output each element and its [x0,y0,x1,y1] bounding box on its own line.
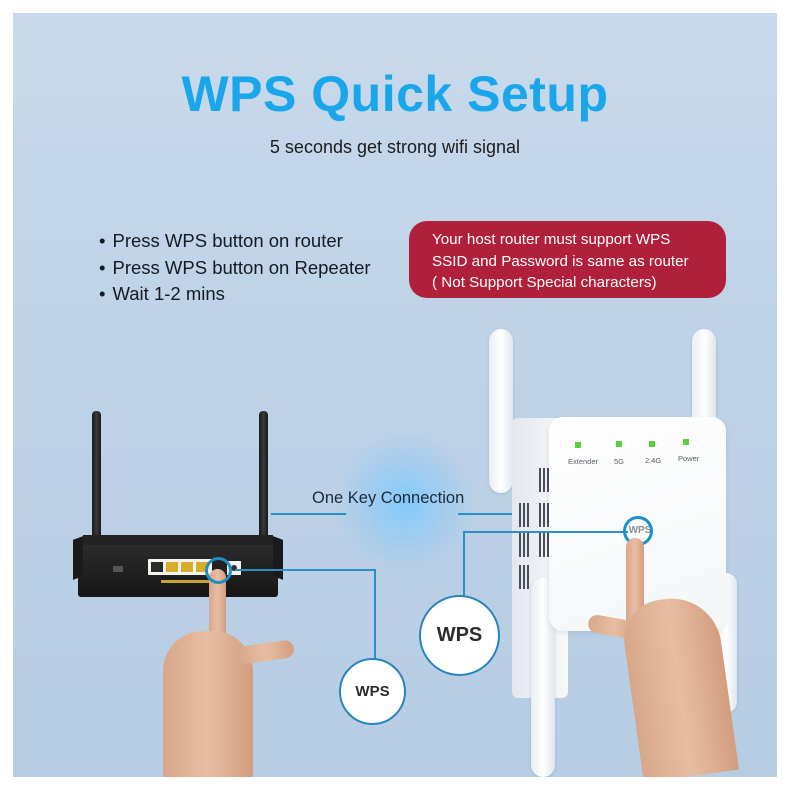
step-item: Wait 1-2 mins [99,281,371,308]
router-lan-port [196,562,208,572]
notice-line: Your host router must support WPS [432,231,671,248]
router-stand-left [73,536,83,580]
repeater-vent [523,565,525,589]
router-lan-port [181,562,193,572]
indicator-label-extender: Extender [568,457,599,466]
repeater-antenna-top-right [692,329,716,429]
repeater-vent [547,503,549,527]
router-wps-callout: WPS [339,658,406,725]
router-callout-line-h [235,569,375,571]
connection-label: One Key Connection [312,489,465,507]
repeater-vent [547,468,549,492]
notice-line: SSID and Password is same as router [432,252,689,270]
repeater-vent [527,503,529,527]
requirements-notice: Your host router must support WPS SSID a… [409,221,726,298]
indicator-led-extender [575,442,581,448]
notice-line: ( Not Support Special characters) [432,274,657,291]
setup-steps-list: Press WPS button on router Press WPS but… [99,228,371,308]
router-antenna-right [259,411,268,561]
router-label-strip [161,580,221,583]
indicator-led-5g [616,441,622,447]
router-usb-port [113,566,123,572]
page-subtitle: 5 seconds get strong wifi signal [269,137,521,157]
repeater-antenna-top-left [489,329,513,493]
step-item: Press WPS button on Repeater [99,255,370,282]
router-wps-button-highlight[interactable] [205,557,232,584]
router-hand-finger [209,569,226,649]
router-callout-line-v [374,569,376,661]
page-title: WPS Quick Setup [181,66,609,122]
repeater-callout-line-h [463,531,628,533]
repeater-vent [519,533,521,557]
repeater-vent [543,468,545,492]
router-top-edge [83,535,273,547]
indicator-label-5g: 5G [614,457,625,466]
router-wan-port [151,562,163,572]
repeater-vent [527,565,529,589]
repeater-vent [527,533,529,557]
connection-line-right [458,513,528,515]
repeater-vent [519,503,521,527]
repeater-vent [543,503,545,527]
repeater-vent [539,468,541,492]
repeater-vent [539,533,541,557]
repeater-wps-callout: WPS [419,595,500,676]
router-power-jack-hole [231,565,237,571]
connection-line-left [271,513,346,515]
indicator-label-2-4g: 2.4G [645,456,662,465]
indicator-label-power: Power [678,454,700,463]
repeater-vent [523,503,525,527]
router-antenna-left [92,411,101,561]
indicator-led-2-4g [649,441,655,447]
router-stand-right [273,536,283,580]
router-hand-thumb [237,639,295,665]
router-lan-port [166,562,178,572]
connection-glow [335,433,475,573]
repeater-vent [547,533,549,557]
repeater-callout-line-v [463,531,465,601]
indicator-led-power [683,439,689,445]
repeater-vent [519,565,521,589]
repeater-vent [539,503,541,527]
repeater-vent [543,533,545,557]
product-infographic: WPS Quick Setup 5 seconds get strong wif… [13,13,777,777]
step-item: Press WPS button on router [99,228,371,255]
repeater-vent [523,533,525,557]
